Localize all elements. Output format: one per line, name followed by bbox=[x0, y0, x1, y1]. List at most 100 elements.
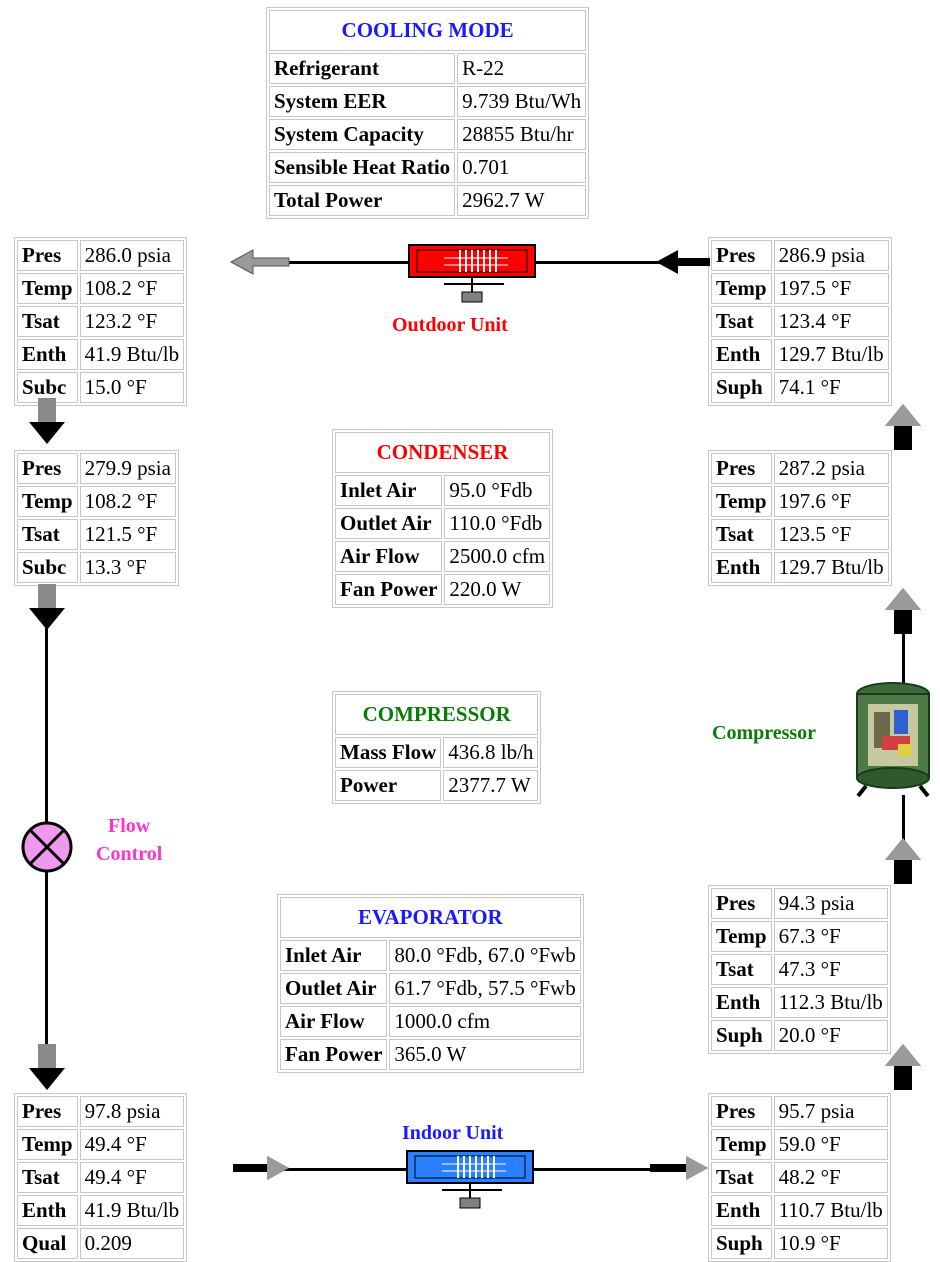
row-label: Mass Flow bbox=[335, 737, 442, 768]
pipe-bottom-left bbox=[284, 1168, 408, 1171]
row-label: Outlet Air bbox=[335, 508, 443, 539]
row-value: 95.0 °Fdb bbox=[444, 475, 551, 506]
row-value: 0.701 bbox=[457, 152, 587, 183]
row-value: 48.2 °F bbox=[773, 1162, 888, 1193]
row-label: Fan Power bbox=[335, 574, 443, 605]
row-value: 2962.7 W bbox=[457, 185, 587, 216]
row-value: 49.4 °F bbox=[79, 1129, 185, 1160]
pipe-right-lower bbox=[902, 795, 905, 840]
condenser-title: CONDENSER bbox=[335, 432, 551, 473]
row-label: Tsat bbox=[17, 306, 78, 337]
row-value: 110.7 Btu/lb bbox=[773, 1195, 888, 1226]
row-value: 123.4 °F bbox=[773, 306, 889, 337]
compressor-icon bbox=[856, 682, 930, 798]
row-value: 286.9 psia bbox=[773, 240, 889, 271]
row-value: 28855 Btu/hr bbox=[457, 119, 587, 150]
row-label: Tsat bbox=[17, 519, 78, 550]
row-value: R-22 bbox=[457, 53, 587, 84]
row-value: 47.3 °F bbox=[773, 954, 888, 985]
flow-arrow-icon bbox=[885, 588, 921, 634]
row-label: Air Flow bbox=[335, 541, 443, 572]
row-value: 20.0 °F bbox=[773, 1020, 888, 1051]
row-label: Enth bbox=[711, 987, 772, 1018]
row-label: Air Flow bbox=[280, 1006, 388, 1037]
row-value: 121.5 °F bbox=[79, 519, 176, 550]
row-label: Tsat bbox=[711, 306, 772, 337]
row-value: 59.0 °F bbox=[773, 1129, 888, 1160]
row-value: 110.0 °Fdb bbox=[444, 508, 551, 539]
row-value: 129.7 Btu/lb bbox=[773, 552, 889, 583]
row-value: 279.9 psia bbox=[79, 453, 176, 484]
row-value: 123.2 °F bbox=[79, 306, 185, 337]
row-label: Tsat bbox=[711, 1162, 772, 1193]
row-label: Tsat bbox=[711, 519, 772, 550]
row-value: 97.8 psia bbox=[79, 1096, 185, 1127]
row-value: 13.3 °F bbox=[79, 552, 176, 583]
row-label: System EER bbox=[269, 86, 456, 117]
row-label: Pres bbox=[711, 888, 772, 919]
row-label: Fan Power bbox=[280, 1039, 388, 1070]
row-label: Pres bbox=[711, 240, 772, 271]
row-value: 123.5 °F bbox=[773, 519, 889, 550]
row-label: Pres bbox=[711, 1096, 772, 1127]
row-label: Temp bbox=[711, 273, 772, 304]
row-label: Pres bbox=[17, 453, 78, 484]
row-label: Subc bbox=[17, 552, 78, 583]
row-label: Temp bbox=[711, 486, 772, 517]
row-value: 80.0 °Fdb, 67.0 °Fwb bbox=[389, 940, 581, 971]
row-label: Suph bbox=[711, 1228, 772, 1259]
row-label: Qual bbox=[17, 1228, 78, 1259]
row-value: 108.2 °F bbox=[79, 486, 176, 517]
row-value: 41.9 Btu/lb bbox=[79, 339, 185, 370]
row-value: 49.4 °F bbox=[79, 1162, 185, 1193]
flow-arrow-icon bbox=[229, 249, 290, 275]
row-label: Tsat bbox=[17, 1162, 78, 1193]
row-label: Total Power bbox=[269, 185, 456, 216]
row-label: System Capacity bbox=[269, 119, 456, 150]
row-label: Suph bbox=[711, 372, 772, 403]
row-label: Outlet Air bbox=[280, 973, 388, 1004]
row-label: Temp bbox=[711, 1129, 772, 1160]
flow-arrow-icon bbox=[650, 1156, 708, 1180]
row-label: Refrigerant bbox=[269, 53, 456, 84]
flow-arrow-icon bbox=[29, 1044, 65, 1090]
indoor-unit-label: Indoor Unit bbox=[402, 1122, 504, 1144]
row-value: 2377.7 W bbox=[443, 770, 539, 801]
row-value: 74.1 °F bbox=[773, 372, 889, 403]
indoor-coil-icon bbox=[406, 1150, 534, 1209]
pipe-right-upper bbox=[902, 632, 905, 686]
row-value: 95.7 psia bbox=[773, 1096, 888, 1127]
row-label: Temp bbox=[17, 273, 78, 304]
pipe-bottom-right bbox=[534, 1168, 656, 1171]
flow-arrow-icon bbox=[885, 404, 921, 450]
row-value: 10.9 °F bbox=[773, 1228, 888, 1259]
row-value: 197.6 °F bbox=[773, 486, 889, 517]
